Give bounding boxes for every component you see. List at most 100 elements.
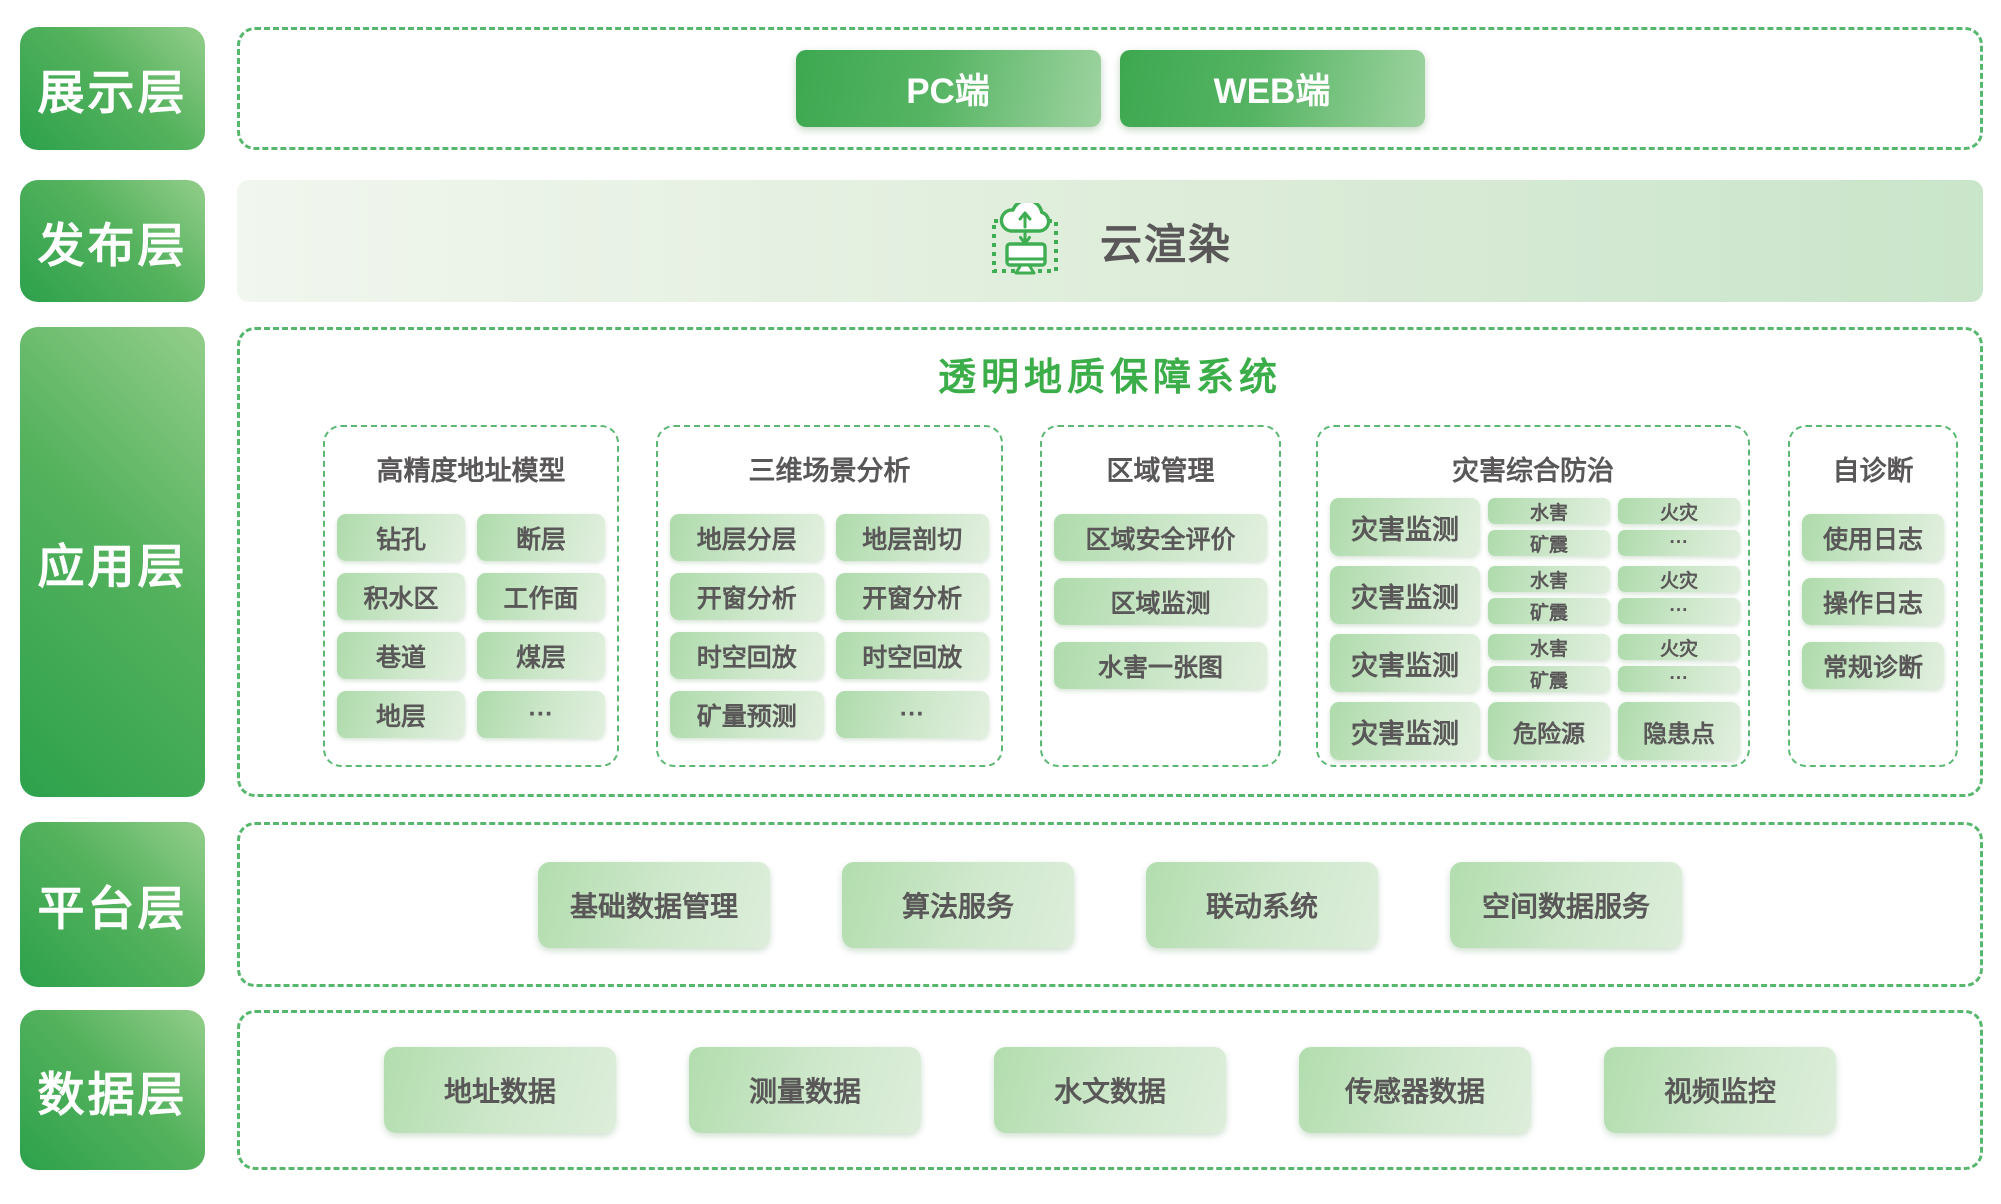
- platform-layer-row: 平台层 基础数据管理 算法服务 联动系统 空间数据服务: [0, 822, 2001, 987]
- disaster-row: 灾害监测 危险源 隐患点: [1330, 702, 1740, 760]
- app-chip[interactable]: ···: [1618, 530, 1740, 556]
- disaster-sub-stack: 火灾 ···: [1618, 498, 1740, 556]
- platform-panel: 基础数据管理 算法服务 联动系统 空间数据服务: [237, 822, 1983, 987]
- sidebar-label: 展示层: [37, 66, 188, 119]
- web-client-button[interactable]: WEB端: [1119, 50, 1425, 127]
- app-chip[interactable]: 水害: [1488, 634, 1610, 660]
- app-chip[interactable]: 矿震: [1488, 666, 1610, 692]
- pc-client-button[interactable]: PC端: [795, 50, 1101, 127]
- app-chip[interactable]: 隐患点: [1618, 702, 1740, 760]
- data-panel: 地址数据 测量数据 水文数据 传感器数据 视频监控: [237, 1010, 1983, 1170]
- data-source-button[interactable]: 水文数据: [994, 1047, 1226, 1133]
- platform-service-button[interactable]: 基础数据管理: [538, 861, 770, 948]
- app-chip[interactable]: ···: [477, 691, 605, 738]
- app-chip[interactable]: 常规诊断: [1802, 642, 1944, 689]
- module-title: 灾害综合防治: [1452, 456, 1614, 486]
- data-source-button[interactable]: 视频监控: [1604, 1047, 1836, 1133]
- presentation-layer-row: 展示层 PC端 WEB端: [0, 27, 2001, 150]
- module-title: 自诊断: [1832, 456, 1914, 486]
- app-chip[interactable]: ···: [835, 691, 989, 738]
- app-chip[interactable]: 水害: [1488, 566, 1610, 592]
- app-chip[interactable]: 钻孔: [337, 514, 465, 561]
- app-chip[interactable]: 巷道: [337, 632, 465, 679]
- module-geo-model: 高精度地址模型 钻孔 断层 积水区 工作面 巷道 煤层 地层 ···: [323, 425, 619, 767]
- app-chip[interactable]: 水害: [1488, 498, 1610, 524]
- data-layer-row: 数据层 地址数据 测量数据 水文数据 传感器数据 视频监控: [0, 1010, 2001, 1170]
- platform-service-button[interactable]: 算法服务: [842, 861, 1074, 948]
- app-chip[interactable]: 灾害监测: [1330, 702, 1480, 760]
- app-chip[interactable]: 使用日志: [1802, 514, 1944, 561]
- module-disaster-prevention: 灾害综合防治 灾害监测 水害 矿震 火灾 ···: [1316, 425, 1750, 767]
- disaster-sub-stack: 水害 矿震: [1488, 634, 1610, 692]
- app-chip[interactable]: 地层: [337, 691, 465, 738]
- module-chip-grid: 地层分层 地层剖切 开窗分析 开窗分析 时空回放 时空回放 矿量预测 ···: [670, 514, 989, 738]
- app-chip[interactable]: 火灾: [1618, 498, 1740, 524]
- sidebar-label: 数据层: [37, 1067, 188, 1121]
- application-layer-row: 应用层 透明地质保障系统 高精度地址模型 钻孔 断层 积水区 工作面 巷道 煤层…: [0, 327, 2001, 797]
- disaster-sub-stack: 火灾 ···: [1618, 634, 1740, 692]
- app-chip[interactable]: 矿震: [1488, 598, 1610, 624]
- platform-service-button[interactable]: 空间数据服务: [1450, 861, 1682, 948]
- app-chip[interactable]: 灾害监测: [1330, 634, 1480, 692]
- app-chip[interactable]: 水害一张图: [1054, 642, 1267, 689]
- application-columns: 高精度地址模型 钻孔 断层 积水区 工作面 巷道 煤层 地层 ··· 三维场景分…: [240, 425, 1980, 767]
- app-chip[interactable]: 矿量预测: [670, 691, 824, 738]
- app-chip[interactable]: 断层: [477, 514, 605, 561]
- disaster-sub-stack: 水害 矿震: [1488, 498, 1610, 556]
- sidebar-label: 应用层: [37, 539, 188, 593]
- data-source-button[interactable]: 测量数据: [689, 1047, 921, 1133]
- data-source-button[interactable]: 传感器数据: [1299, 1047, 1531, 1133]
- module-region-management: 区域管理 区域安全评价 区域监测 水害一张图: [1040, 425, 1281, 767]
- module-title: 三维场景分析: [748, 456, 911, 486]
- disaster-sub-stack: 水害 矿震: [1488, 566, 1610, 624]
- app-chip[interactable]: 灾害监测: [1330, 566, 1480, 624]
- app-chip[interactable]: 开窗分析: [670, 573, 824, 620]
- app-chip[interactable]: ···: [1618, 666, 1740, 692]
- module-chip-grid: 钻孔 断层 积水区 工作面 巷道 煤层 地层 ···: [337, 514, 605, 738]
- disaster-rows: 灾害监测 水害 矿震 火灾 ··· 灾害监测 水害: [1330, 498, 1740, 760]
- sidebar-item-presentation-layer: 展示层: [20, 27, 205, 150]
- presentation-panel: PC端 WEB端: [237, 27, 1983, 150]
- app-chip[interactable]: 危险源: [1488, 702, 1610, 760]
- cloud-render-label: 云渲染: [1099, 220, 1232, 268]
- sidebar-item-application-layer: 应用层: [20, 327, 205, 797]
- application-panel: 透明地质保障系统 高精度地址模型 钻孔 断层 积水区 工作面 巷道 煤层 地层 …: [237, 327, 1983, 797]
- app-chip[interactable]: 操作日志: [1802, 578, 1944, 625]
- module-title: 区域管理: [1106, 456, 1215, 486]
- app-chip[interactable]: 时空回放: [835, 632, 989, 679]
- app-chip[interactable]: 火灾: [1618, 566, 1740, 592]
- sidebar-item-publish-layer: 发布层: [20, 180, 205, 302]
- sidebar-label: 平台层: [37, 882, 188, 935]
- publish-layer-row: 发布层 云渲染: [0, 180, 2001, 302]
- module-title: 高精度地址模型: [376, 456, 566, 486]
- module-chip-list: 使用日志 操作日志 常规诊断: [1802, 514, 1944, 689]
- cloud-render-icon: [991, 203, 1058, 275]
- application-title: 透明地质保障系统: [937, 357, 1282, 399]
- disaster-row: 灾害监测 水害 矿震 火灾 ···: [1330, 634, 1740, 692]
- app-chip[interactable]: 灾害监测: [1330, 498, 1480, 556]
- module-3d-scene-analysis: 三维场景分析 地层分层 地层剖切 开窗分析 开窗分析 时空回放 时空回放 矿量预…: [656, 425, 1003, 767]
- app-chip[interactable]: 积水区: [337, 573, 465, 620]
- module-chip-list: 区域安全评价 区域监测 水害一张图: [1054, 514, 1267, 689]
- app-chip[interactable]: 开窗分析: [835, 573, 989, 620]
- disaster-sub-stack: 火灾 ···: [1618, 566, 1740, 624]
- app-chip[interactable]: 区域安全评价: [1054, 514, 1267, 561]
- app-chip[interactable]: 工作面: [477, 573, 605, 620]
- module-self-diagnosis: 自诊断 使用日志 操作日志 常规诊断: [1788, 425, 1958, 767]
- app-chip[interactable]: 区域监测: [1054, 578, 1267, 625]
- data-source-button[interactable]: 地址数据: [384, 1047, 616, 1133]
- platform-service-button[interactable]: 联动系统: [1146, 861, 1378, 948]
- disaster-row: 灾害监测 水害 矿震 火灾 ···: [1330, 566, 1740, 624]
- app-chip[interactable]: 地层剖切: [835, 514, 989, 561]
- publish-panel: 云渲染: [237, 180, 1983, 302]
- disaster-row: 灾害监测 水害 矿震 火灾 ···: [1330, 498, 1740, 556]
- app-chip[interactable]: 火灾: [1618, 634, 1740, 660]
- sidebar-label: 发布层: [37, 218, 188, 272]
- app-chip[interactable]: ···: [1618, 598, 1740, 624]
- sidebar-item-data-layer: 数据层: [20, 1010, 205, 1170]
- app-chip[interactable]: 煤层: [477, 632, 605, 679]
- sidebar-item-platform-layer: 平台层: [20, 822, 205, 987]
- app-chip[interactable]: 矿震: [1488, 530, 1610, 556]
- app-chip[interactable]: 时空回放: [670, 632, 824, 679]
- app-chip[interactable]: 地层分层: [670, 514, 824, 561]
